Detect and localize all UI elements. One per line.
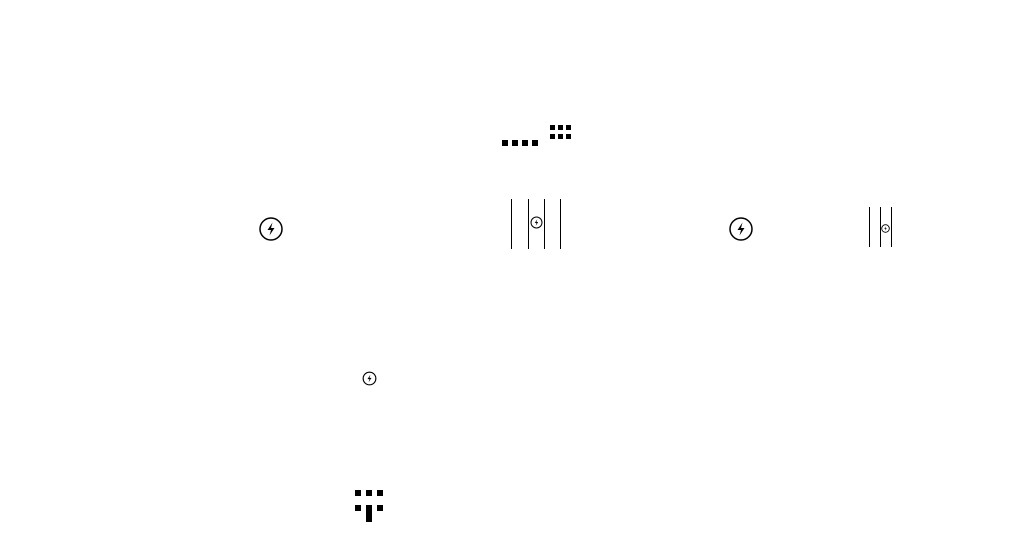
lightning-bolt-icon [881,224,890,233]
lightning-bolt-icon [728,216,754,242]
vertical-lines-group-small [866,207,894,247]
top-pixel-glyph-icon [500,122,576,148]
bottom-pixel-glyph-icon [352,488,388,524]
lightning-bolt-icon [258,216,284,242]
lightning-bolt-icon [362,371,377,386]
vertical-lines-group [508,199,564,249]
lightning-bolt-icon [530,216,543,229]
